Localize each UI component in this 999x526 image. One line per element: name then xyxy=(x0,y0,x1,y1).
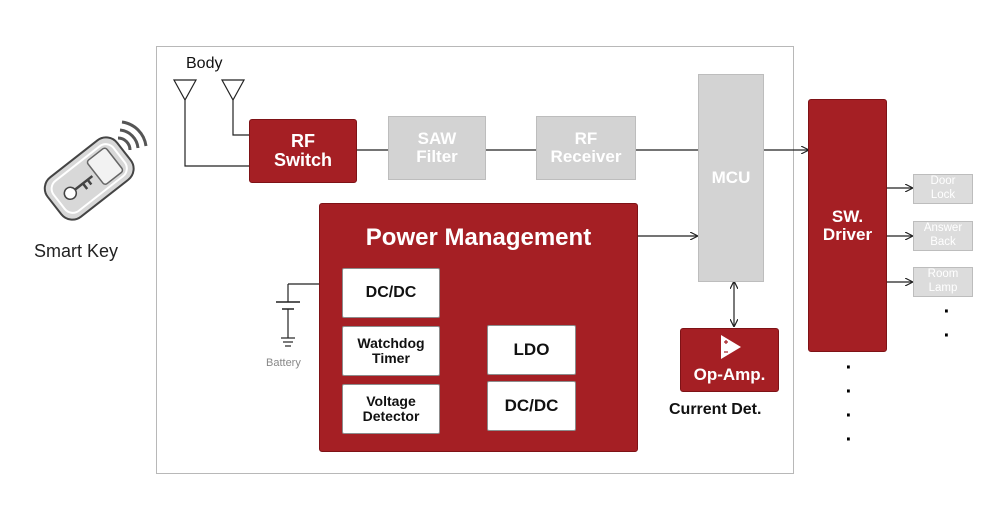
output-room-lamp: Room Lamp xyxy=(913,267,973,297)
driver-ellipsis: · · · · xyxy=(845,357,853,451)
op-amp-icon xyxy=(721,335,741,359)
output-door-lock: Door Lock xyxy=(913,174,973,204)
op-amp-block: Op-Amp. xyxy=(680,328,779,392)
smart-key-label: Smart Key xyxy=(34,241,119,261)
rf-switch-block: RF Switch xyxy=(249,119,357,183)
antenna-right-icon xyxy=(220,79,246,102)
output-answer-back: Answer Back xyxy=(913,221,973,251)
ldo-block: LDO xyxy=(487,325,576,375)
battery-label: Battery xyxy=(266,357,301,369)
op-amp-label: Op-Amp. xyxy=(693,365,766,384)
dcdc-input-block: DC/DC xyxy=(342,268,440,318)
smart-key-icon xyxy=(43,120,148,221)
rf-receiver-block: RF Receiver xyxy=(536,116,636,180)
watchdog-timer-block: Watchdog Timer xyxy=(342,326,440,376)
outputs-ellipsis: · · xyxy=(943,301,951,347)
power-management-title: Power Management xyxy=(365,224,592,251)
voltage-detector-block: Voltage Detector xyxy=(342,384,440,434)
saw-filter-block: SAW Filter xyxy=(388,116,486,180)
antenna-left-icon xyxy=(172,79,198,102)
signal-wave-icon xyxy=(117,136,132,151)
sw-driver-block: SW. Driver xyxy=(808,99,887,352)
mcu-block: MCU xyxy=(698,74,764,282)
dcdc-output-block: DC/DC xyxy=(487,381,576,431)
body-label: Body xyxy=(186,55,223,72)
current-det-label: Current Det. xyxy=(669,401,762,418)
